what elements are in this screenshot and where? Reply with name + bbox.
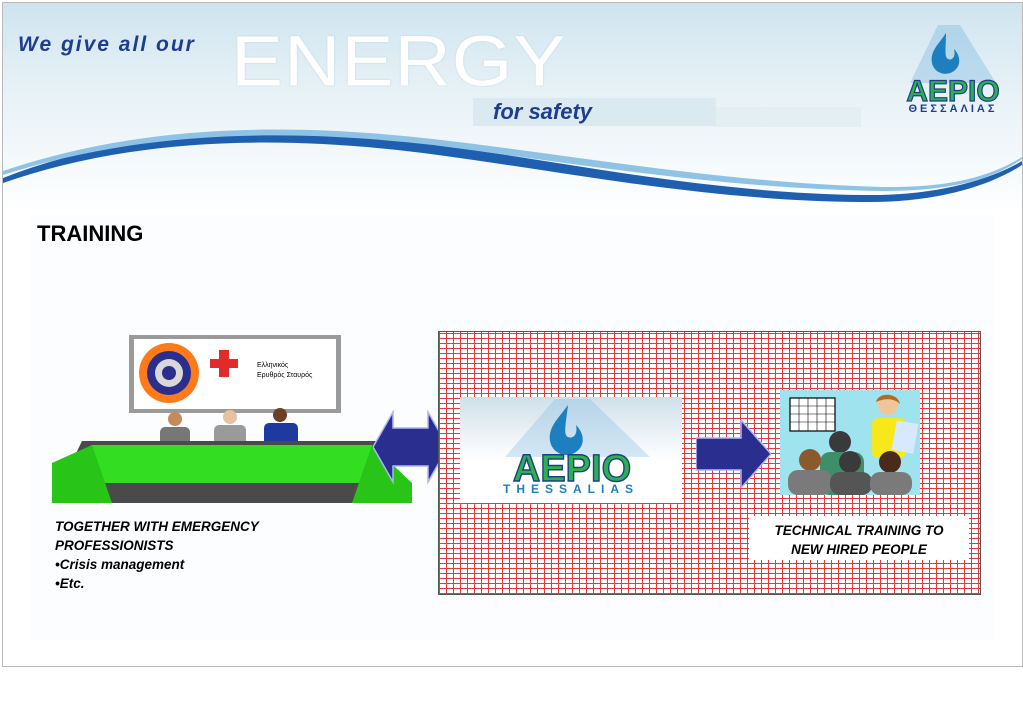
emergency-meeting-illustration: Ελληνικός Ερυθρός Σταυρός bbox=[52, 335, 412, 503]
double-arrow-icon bbox=[373, 410, 448, 485]
red-cross-label-2: Ερυθρός Σταυρός bbox=[257, 371, 313, 379]
subtitle-band-extension bbox=[716, 107, 861, 127]
subtitle: for safety bbox=[493, 99, 593, 124]
classroom-illustration bbox=[780, 390, 920, 495]
energy-title: ENERGY bbox=[231, 20, 567, 102]
emergency-text-line: TOGETHER WITH EMERGENCY bbox=[55, 519, 259, 534]
flame-icon bbox=[931, 33, 960, 74]
technical-text-line: TECHNICAL TRAINING TO bbox=[774, 523, 944, 538]
header-swoosh bbox=[3, 129, 1022, 203]
emergency-text-line: PROFESSIONISTS bbox=[55, 538, 174, 553]
center-company-logo: ΑΕΡΙΟ bbox=[505, 399, 650, 487]
logo-main-text: ΑΕΡΙΟ bbox=[906, 75, 999, 108]
technical-training-label-box bbox=[749, 516, 969, 560]
emergency-bullet: •Etc. bbox=[55, 576, 85, 591]
emergency-training-text: TOGETHER WITH EMERGENCY PROFESSIONISTS •… bbox=[55, 517, 259, 593]
arrow-right-icon bbox=[696, 420, 771, 488]
tagline: We give all our bbox=[18, 33, 196, 56]
slide-title: TRAINING bbox=[37, 221, 144, 246]
slide: We give all our ENERGY for safety ΑΕΡΙΟ … bbox=[2, 2, 1023, 667]
red-cross-label-1: Ελληνικός bbox=[257, 361, 289, 369]
flame-icon bbox=[549, 405, 583, 455]
center-logo-text: ΑΕΡΙΟ bbox=[513, 448, 631, 487]
trainees bbox=[788, 431, 912, 495]
subtitle-band bbox=[473, 98, 716, 126]
emergency-bullet: •Crisis management bbox=[55, 557, 185, 572]
table-top bbox=[72, 445, 392, 483]
logo-subtext: ΘΕΣΣΑΛΙΑΣ bbox=[908, 103, 998, 115]
logo-triangle bbox=[910, 25, 996, 83]
calendar-icon bbox=[789, 397, 836, 432]
center-logo-subtext: THESSALIAS bbox=[502, 482, 639, 496]
technical-text-line: NEW HIRED PEOPLE bbox=[791, 542, 927, 557]
technical-training-text: TECHNICAL TRAINING TO NEW HIRED PEOPLE bbox=[749, 521, 969, 559]
company-logo: ΑΕΡΙΟ bbox=[906, 25, 1000, 109]
